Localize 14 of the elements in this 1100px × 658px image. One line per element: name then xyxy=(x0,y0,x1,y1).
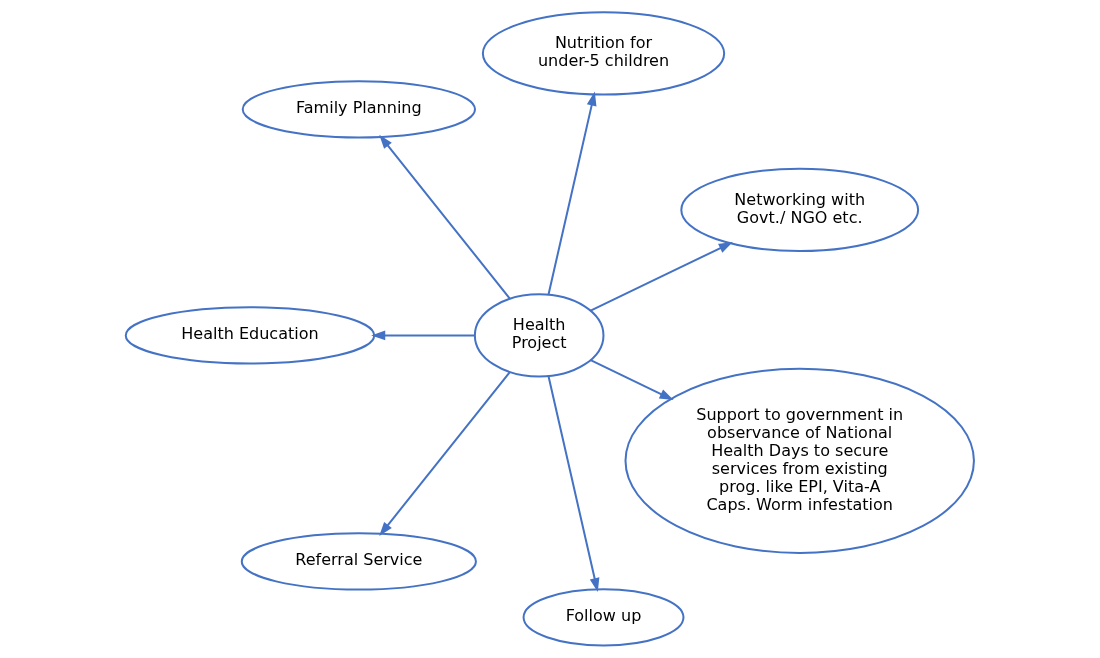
node-ellipse: Support to government in observance of National Health Days to secure services from existing prog. like EPI, Vita-A Caps. Worm infestation xyxy=(624,367,975,554)
arrow xyxy=(547,375,600,592)
node-ellipse: Referral Service xyxy=(240,532,477,591)
node-ellipse: Health Project xyxy=(473,293,605,378)
arrow xyxy=(547,91,597,296)
arrow xyxy=(589,359,674,401)
node-ellipse: Follow up xyxy=(522,588,685,647)
arrow xyxy=(371,330,476,341)
node-ellipse: Family Planning xyxy=(241,80,476,139)
node-ellipse: Health Education xyxy=(124,306,376,365)
node-ellipse: Nutrition for under-5 children xyxy=(481,11,726,96)
arrow xyxy=(589,242,733,312)
arrow xyxy=(379,134,511,300)
arrow xyxy=(379,371,511,536)
